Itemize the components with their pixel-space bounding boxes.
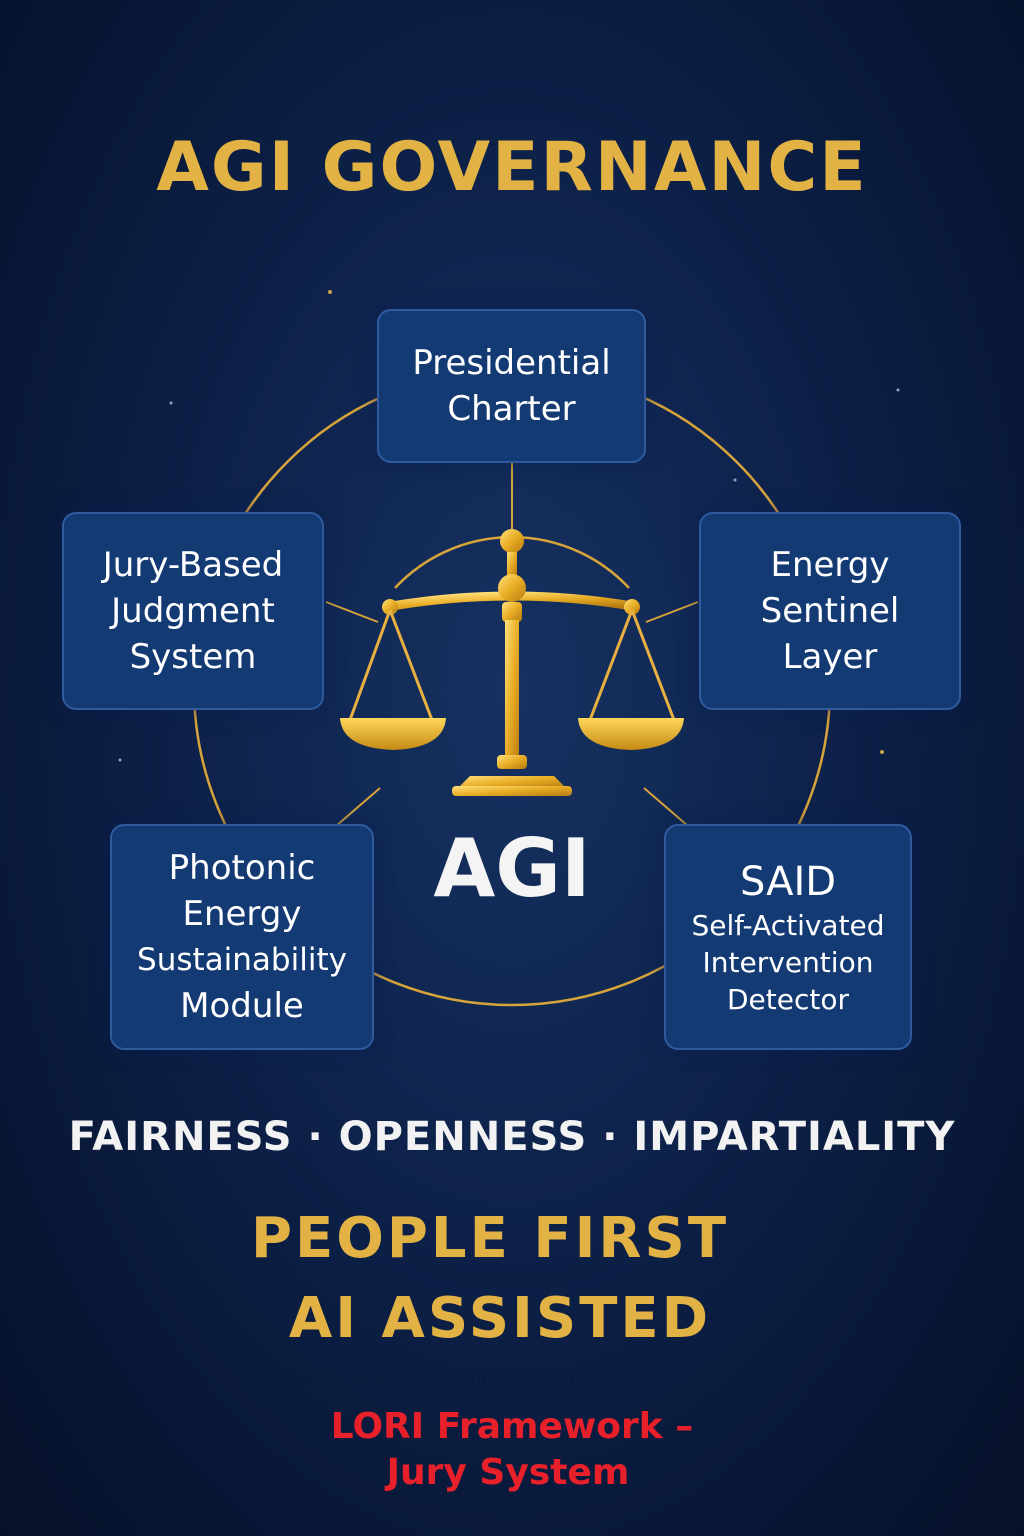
node-label: Jury-Based: [102, 545, 284, 585]
node-energy-sentinel-layer: Energy Sentinel Layer: [699, 512, 961, 710]
node-label: Layer: [782, 637, 878, 677]
node-label: Detector: [726, 982, 849, 1016]
spoke-bottom-left: [335, 787, 381, 827]
spoke-right: [645, 601, 699, 623]
node-label: Sentinel: [760, 591, 900, 631]
slogan-line-1: PEOPLE FIRST: [250, 1206, 730, 1271]
node-jury-based-judgment-system: Jury-Based Judgment System: [62, 512, 324, 710]
node-label: Judgment: [111, 591, 275, 631]
node-said: SAID Self-Activated Intervention Detecto…: [664, 824, 912, 1050]
star-speck: [733, 478, 737, 482]
star-speck: [118, 758, 122, 762]
node-label: Sustainability: [137, 942, 347, 978]
scales-of-justice-icon: [340, 529, 684, 796]
node-label: Module: [180, 986, 304, 1026]
node-label: Energy: [182, 894, 302, 934]
node-label: System: [129, 637, 257, 677]
footer-red-line-2: Jury System: [386, 1452, 630, 1493]
star-speck: [169, 401, 173, 405]
node-label: Energy: [770, 545, 890, 585]
node-label: Presidential: [412, 343, 611, 383]
page-title: AGI GOVERNANCE: [156, 128, 868, 207]
star-speck: [896, 388, 900, 392]
node-label: Charter: [447, 389, 576, 429]
values-line: FAIRNESS · OPENNESS · IMPARTIALITY: [68, 1114, 956, 1160]
node-label: Intervention: [702, 945, 874, 979]
node-label: Self-Activated: [691, 908, 885, 942]
footer-red-line-1: LORI Framework –: [330, 1406, 694, 1447]
node-presidential-charter: Presidential Charter: [377, 309, 646, 463]
center-label: AGI: [433, 822, 591, 915]
star-speck: [328, 290, 332, 294]
spoke-left: [325, 601, 379, 623]
node-photonic-energy-sustainability-module: Photonic Energy Sustainability Module: [110, 824, 374, 1050]
faint-footer-text: LORI Framework – Jury System: [276, 1366, 575, 1389]
node-heading: SAID: [739, 858, 837, 905]
node-label: Photonic: [168, 848, 316, 888]
slogan-line-2: AI ASSISTED: [288, 1286, 712, 1351]
star-speck: [880, 750, 884, 754]
spoke-bottom-right: [643, 787, 689, 827]
